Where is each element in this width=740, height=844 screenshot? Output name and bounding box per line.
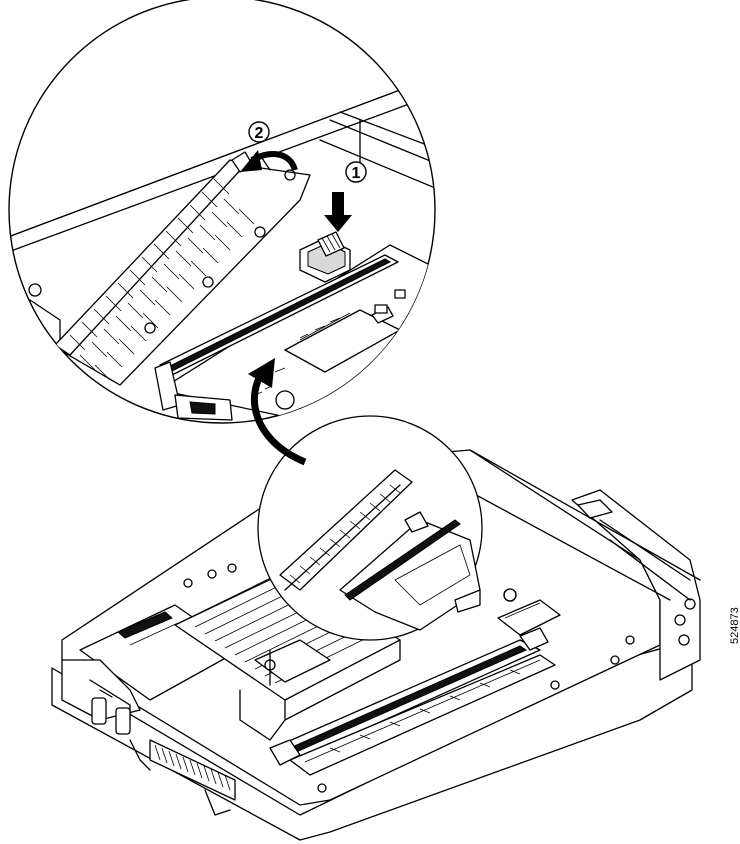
zoom-connector-arrow: [248, 358, 307, 466]
callout-1: 1: [345, 161, 367, 183]
detail-location-circle: [257, 415, 517, 641]
rotate-arrow: [240, 150, 298, 172]
cpu-heatsink: [174, 565, 401, 741]
dimm-sockets: [269, 627, 556, 776]
dimm-module: [54, 151, 311, 386]
socket-latch: [299, 231, 351, 283]
dimm-socket: [154, 254, 399, 421]
detail-zoom-circle: [8, 0, 436, 424]
press-down-arrow: [324, 192, 352, 232]
callout-2-label: 2: [255, 125, 264, 142]
callout-1-label: 1: [352, 165, 361, 182]
callout-2: 2: [248, 121, 270, 143]
backplane-connector: [149, 739, 236, 816]
figure-id: 524873: [729, 607, 740, 644]
